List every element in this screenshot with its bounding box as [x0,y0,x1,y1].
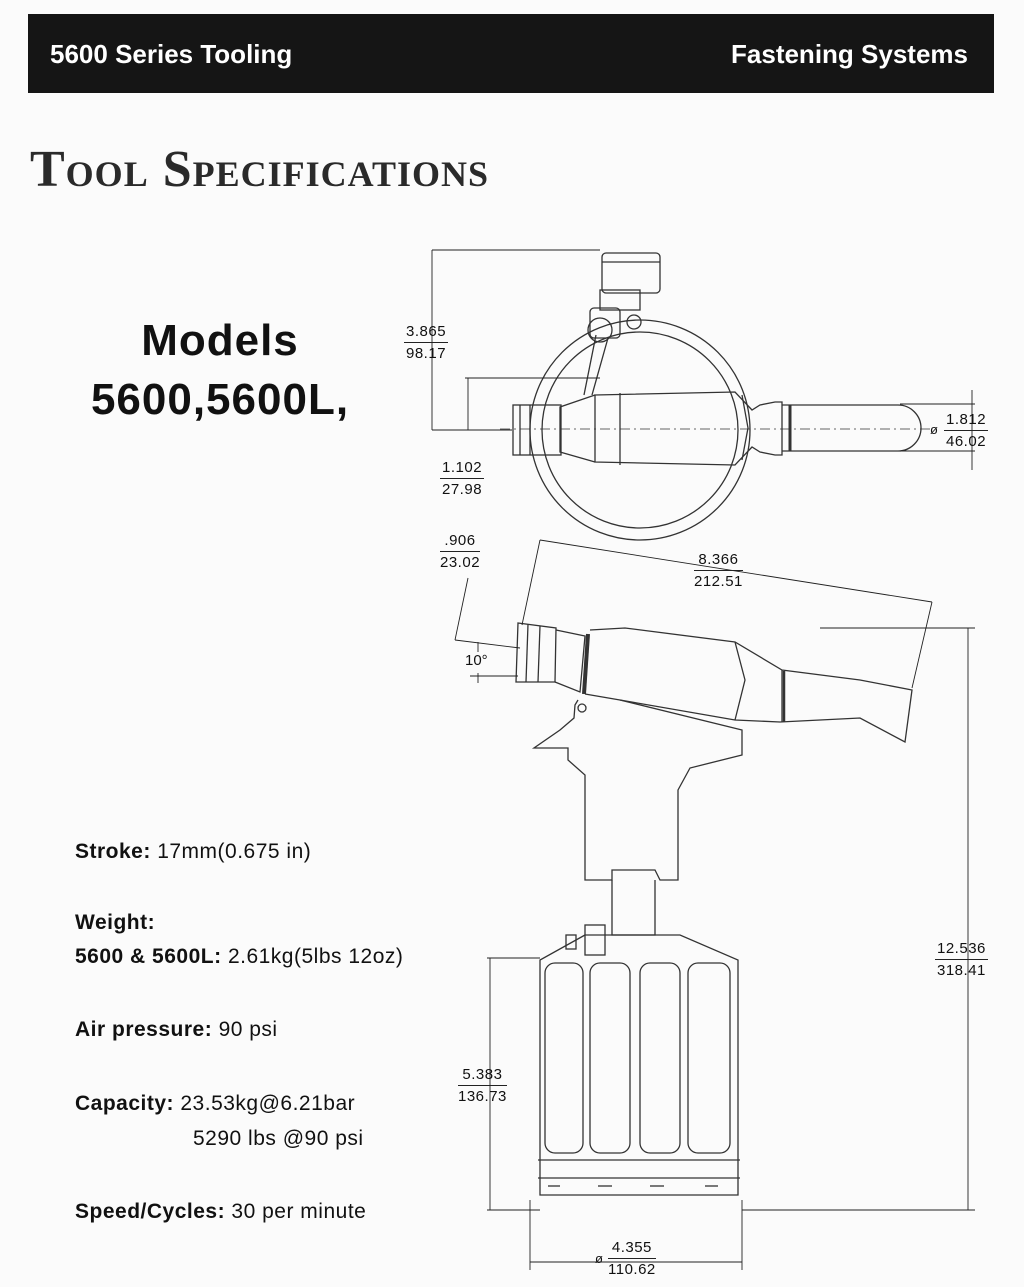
spec-stroke-value: 17mm(0.675 in) [157,840,312,863]
page-title: Tool Specifications [30,141,489,198]
spec-capacity-2: 5290 lbs @90 psi [193,1127,364,1151]
dim-nose-offset: 1.102 27.98 [440,459,485,498]
spec-capacity-label: Capacity: [75,1092,175,1115]
dimension-lines [431,249,975,1270]
side-view [515,622,913,1196]
series-title: 5600 Series Tooling [50,39,293,69]
spec-air-pressure-value: 90 psi [218,1018,278,1041]
spec-capacity-value-2: 5290 lbs @90 psi [193,1127,364,1150]
spec-weight-model-value: 2.61kg(5lbs 12oz) [227,945,404,968]
brand-title: Fastening Systems [731,39,968,69]
spec-weight-model: 5600 & 5600L: 2.61kg(5lbs 12oz) [75,945,403,969]
diameter-symbol: ø [930,422,938,437]
spec-capacity: Capacity: 23.53kg@6.21bar [75,1092,355,1116]
dim-base-height: 5.383 136.73 [458,1066,507,1105]
spec-weight: Weight: [75,911,155,935]
top-view [500,252,930,541]
dim-body-length: 8.366 212.51 [694,551,743,590]
header-bar: 5600 Series Tooling Fastening Systems [28,14,994,93]
spec-weight-label: Weight: [75,911,156,934]
spec-speed-value: 30 per minute [231,1200,367,1223]
spec-stroke-label: Stroke: [75,840,151,863]
spec-speed: Speed/Cycles: 30 per minute [75,1200,366,1224]
spec-weight-model-label: 5600 & 5600L: [75,945,222,968]
dim-nose-length: .906 23.02 [440,532,481,571]
dim-head-height: 3.865 98.17 [404,323,449,362]
dim-angle: 10° [465,652,488,669]
spec-air-pressure-label: Air pressure: [75,1018,213,1041]
diameter-symbol-base: ø [595,1251,603,1266]
dim-body-diameter: 1.812 46.02 [944,411,989,450]
spec-capacity-value-1: 23.53kg@6.21bar [180,1092,356,1115]
dim-overall-height: 12.536 318.41 [935,940,988,979]
spec-stroke: Stroke: 17mm(0.675 in) [75,840,311,864]
dim-base-diameter: 4.355 110.62 [608,1239,656,1278]
models-value: 5600,5600L, [90,375,350,424]
models-label: Models [141,316,299,365]
spec-air-pressure: Air pressure: 90 psi [75,1018,278,1042]
spec-speed-label: Speed/Cycles: [75,1200,226,1223]
